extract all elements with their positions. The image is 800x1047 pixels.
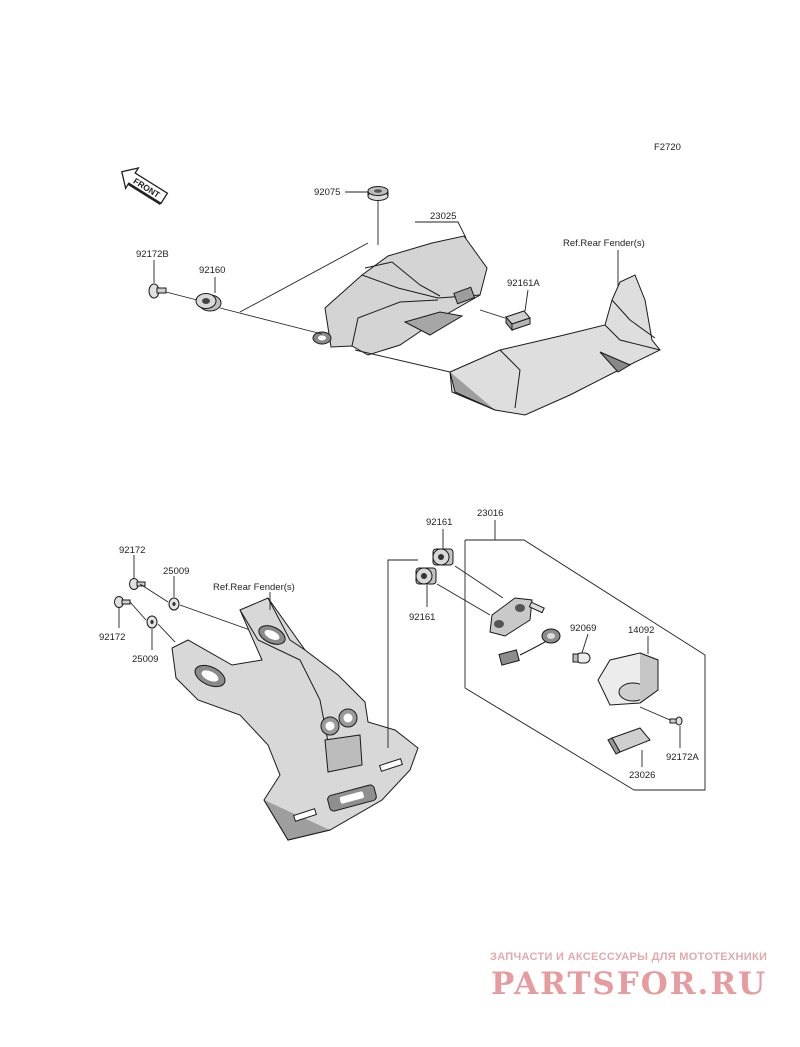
label-92161A: 92161A — [507, 278, 540, 289]
screw-92172A — [669, 716, 683, 726]
washer-25009-b — [146, 615, 158, 629]
label-92161-b: 92161 — [409, 612, 435, 623]
label-23016: 23016 — [477, 508, 503, 519]
watermark-tagline: ЗАПЧАСТИ И АКСЕССУАРЫ ДЛЯ МОТОТЕХНИКИ — [490, 951, 768, 963]
label-92075: 92075 — [314, 187, 340, 198]
label-92069: 92069 — [570, 623, 596, 634]
figure-code: F2720 — [654, 142, 681, 153]
bolt-92172B — [148, 283, 167, 299]
front-arrow-icon: FRONT — [121, 166, 169, 206]
rear-fender-bottom — [171, 597, 419, 841]
label-14092: 14092 — [628, 625, 654, 636]
lamp-bracket — [489, 597, 545, 637]
rear-fender-top — [449, 274, 661, 416]
lens-14092 — [597, 652, 659, 706]
bulb-92069 — [572, 652, 591, 664]
washer-25009-a — [168, 597, 180, 611]
label-92172-a: 92172 — [119, 545, 145, 556]
label-ref-top: Ref.Rear Fender(s) — [563, 238, 645, 249]
grommet-92160 — [195, 293, 222, 312]
bolt-92172-b — [114, 596, 131, 608]
grommet-92161-b — [415, 567, 437, 585]
label-25009-a: 25009 — [163, 566, 189, 577]
label-92172A: 92172A — [666, 752, 699, 763]
label-23026: 23026 — [629, 770, 655, 781]
label-92160: 92160 — [199, 265, 225, 276]
lamp-socket — [498, 628, 561, 666]
label-92172-b: 92172 — [99, 632, 125, 643]
label-ref-bottom: Ref.Rear Fender(s) — [213, 582, 295, 593]
label-23025: 23025 — [430, 211, 456, 222]
bolt-92172-a — [129, 578, 146, 590]
grommet-92075 — [367, 186, 389, 201]
label-92172B: 92172B — [136, 249, 169, 260]
grommet-92161-a — [432, 548, 454, 566]
bracket-23025 — [312, 235, 488, 356]
label-25009-b: 25009 — [132, 654, 158, 665]
shade-23026 — [607, 727, 651, 755]
nut-92161A — [505, 310, 531, 332]
label-92161-a: 92161 — [426, 517, 452, 528]
watermark-brand: PARTSFOR.RU — [491, 966, 768, 1002]
